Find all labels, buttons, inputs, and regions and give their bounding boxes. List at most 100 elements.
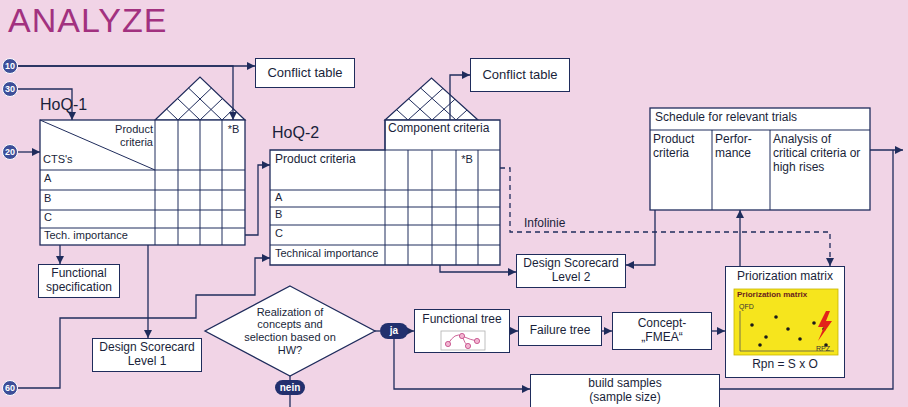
- node-text: B: [44, 192, 144, 208]
- node-text: Product criteria: [95, 123, 153, 153]
- node-text: Priorization matrix: [726, 270, 844, 286]
- table-line: [222, 120, 223, 245]
- node-text: *B: [456, 153, 478, 169]
- node-text: Component criteria: [388, 122, 498, 150]
- matrix-picture: [734, 289, 838, 355]
- picture-label: Priorization matrix: [737, 290, 807, 300]
- process-box: Functional tree: [414, 309, 510, 353]
- roof-lattice: [432, 99, 455, 120]
- node-text: Design Scorecard Level 1: [97, 341, 197, 369]
- house-of-quality: HoQ-1Product criteriaCTS'sABCTech. impor…: [40, 120, 245, 245]
- node-text: nein: [280, 383, 301, 393]
- table-outline: [40, 120, 245, 245]
- node-text: Product criteria: [653, 133, 709, 207]
- table-diagonal: [40, 120, 155, 170]
- roof-outline: [385, 78, 478, 120]
- connector: [18, 151, 40, 152]
- callout-number: 10: [2, 58, 18, 74]
- node-text: C: [275, 227, 375, 243]
- connector: [18, 66, 233, 120]
- table-line: [200, 120, 201, 245]
- node-text: C: [44, 211, 144, 227]
- process-box: build samples (sample size): [530, 374, 720, 407]
- node-text: A: [275, 191, 375, 207]
- schedule-table: Schedule for relevant trialsProduct crit…: [650, 108, 870, 210]
- tree-node: [445, 341, 450, 346]
- roof-lattice: [167, 109, 179, 120]
- node-text: Product criteria: [275, 153, 375, 187]
- node-text: Functional tree: [415, 313, 509, 329]
- process-box: Concept-„FMEA“: [612, 312, 712, 350]
- outgoing-line: [289, 395, 290, 407]
- matrix-dot: [812, 321, 816, 325]
- connector: [147, 245, 148, 338]
- roof-lattice: [397, 110, 409, 120]
- table-outline: [650, 108, 870, 210]
- tree-node: [459, 333, 464, 338]
- roof-outline: [155, 77, 245, 120]
- callout-number: 60: [2, 380, 18, 396]
- node-text: Schedule for relevant trials: [655, 111, 865, 129]
- table-line: [178, 120, 179, 245]
- process-box: Conflict table: [255, 58, 355, 88]
- node-text: HoQ-2: [272, 124, 352, 146]
- roof-lattice: [409, 99, 433, 120]
- matrix-dot: [786, 327, 790, 331]
- answer-tag: nein: [275, 380, 305, 395]
- connector: [440, 265, 516, 272]
- tree-node: [465, 343, 470, 348]
- node-text: Design Scorecard Level 2: [521, 257, 621, 285]
- connector: [739, 210, 740, 266]
- roof-lattice: [421, 88, 457, 120]
- node-text: Failure tree: [530, 324, 591, 338]
- table-line: [770, 130, 771, 210]
- table-line: [456, 150, 457, 265]
- node-text: A: [44, 172, 144, 188]
- answer-oval: [380, 323, 408, 339]
- table-line: [650, 130, 870, 131]
- process-box: Functional specification: [38, 264, 120, 298]
- outgoing-line: [870, 149, 903, 150]
- node-text: Technical importance: [275, 247, 415, 263]
- node-text: build samples (sample size): [579, 377, 671, 405]
- node-text: 30: [5, 85, 15, 94]
- connector: [626, 210, 655, 265]
- process-box: Design Scorecard Level 1: [92, 338, 202, 372]
- table-line: [40, 190, 245, 191]
- table-line: [432, 150, 433, 265]
- connector-label: Infolinie: [522, 216, 567, 230]
- matrix-dot: [798, 337, 802, 341]
- matrix-dot: [764, 335, 768, 339]
- roof-lattice: [222, 109, 234, 120]
- callout-circle: [3, 145, 18, 160]
- decision-diamond: Realization of concepts and selection ba…: [205, 286, 375, 376]
- roof-lattice: [189, 88, 223, 120]
- connector: [712, 330, 725, 331]
- node-text: CTS's: [43, 153, 103, 169]
- node-text: 60: [5, 384, 15, 393]
- tree-picture: [441, 331, 485, 350]
- roof-lattice: [456, 110, 467, 120]
- table-line: [40, 210, 245, 211]
- picture-label: RPZ: [816, 344, 830, 353]
- node-text: Conflict table: [482, 68, 557, 83]
- table-outline: [270, 120, 500, 265]
- node-text: *B: [222, 123, 245, 139]
- picture-label: QFD: [739, 302, 754, 311]
- table-line: [385, 120, 386, 265]
- node-text: HoQ-1: [40, 96, 120, 118]
- roof-lattice: [178, 99, 201, 121]
- table-line: [40, 228, 245, 229]
- node-text: Tech. importance: [44, 229, 154, 244]
- node-text: ja: [390, 326, 398, 336]
- callout-number: 30: [2, 81, 18, 97]
- node-text: Perfor- mance: [715, 133, 767, 207]
- table-line: [40, 170, 245, 171]
- node-text: Concept-„FMEA“: [617, 317, 707, 345]
- process-box: Design Scorecard Level 2: [516, 254, 626, 288]
- callout-circle: [3, 59, 18, 74]
- connector: [602, 330, 612, 331]
- connector: [450, 75, 470, 120]
- table-line: [408, 150, 409, 265]
- node-text: B: [275, 208, 375, 224]
